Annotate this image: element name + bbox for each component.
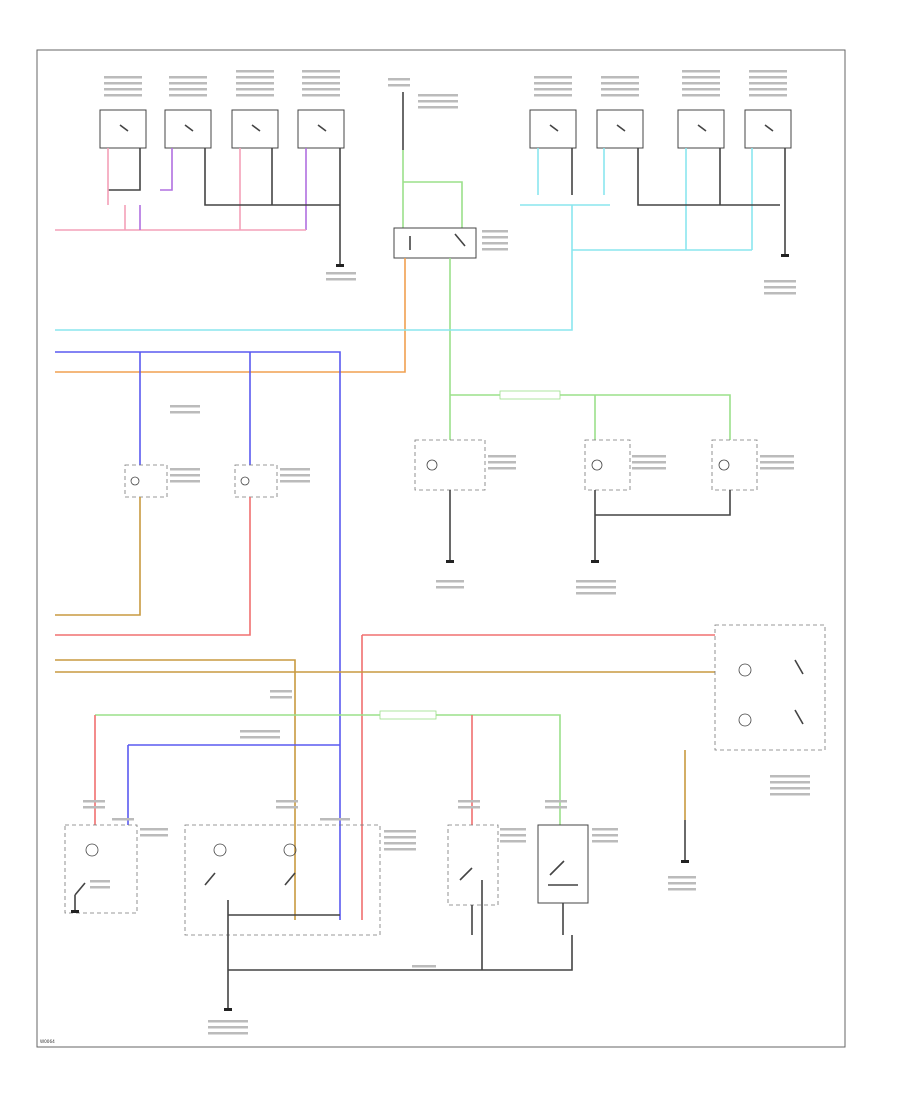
bottom-switch-assembly (184, 824, 381, 936)
right-switch-group (55, 624, 826, 920)
top-left-switch-group (55, 70, 356, 281)
bottom-switch-box-3 (537, 824, 589, 904)
switch-box-1 (99, 109, 147, 149)
lamp-box-center (414, 439, 486, 491)
lamp-box-left (124, 464, 168, 498)
diagram-frame (36, 49, 846, 1048)
lamp-box-far (711, 439, 758, 491)
relay-group (55, 78, 508, 440)
right-switch-box (714, 624, 826, 751)
lamp-box-mid (584, 439, 631, 491)
relay-box (393, 227, 477, 259)
switch-box-3 (231, 109, 279, 149)
bottom-switch-box-2 (447, 824, 499, 906)
bottom-lamp-box-1 (64, 824, 138, 914)
switch-box-4 (297, 109, 345, 149)
bottom-row-group (64, 690, 618, 1035)
switch-box-2 (164, 109, 212, 149)
page-code: W0064 (40, 1039, 55, 1044)
switch-box-8 (744, 109, 792, 149)
top-right-switch-group (55, 70, 796, 331)
center-lamp-group (414, 390, 794, 595)
switch-box-7 (677, 109, 725, 149)
switch-box-6 (596, 109, 644, 149)
lamp-box-right (234, 464, 278, 498)
left-lamp-group (55, 351, 341, 920)
switch-box-5 (529, 109, 577, 149)
